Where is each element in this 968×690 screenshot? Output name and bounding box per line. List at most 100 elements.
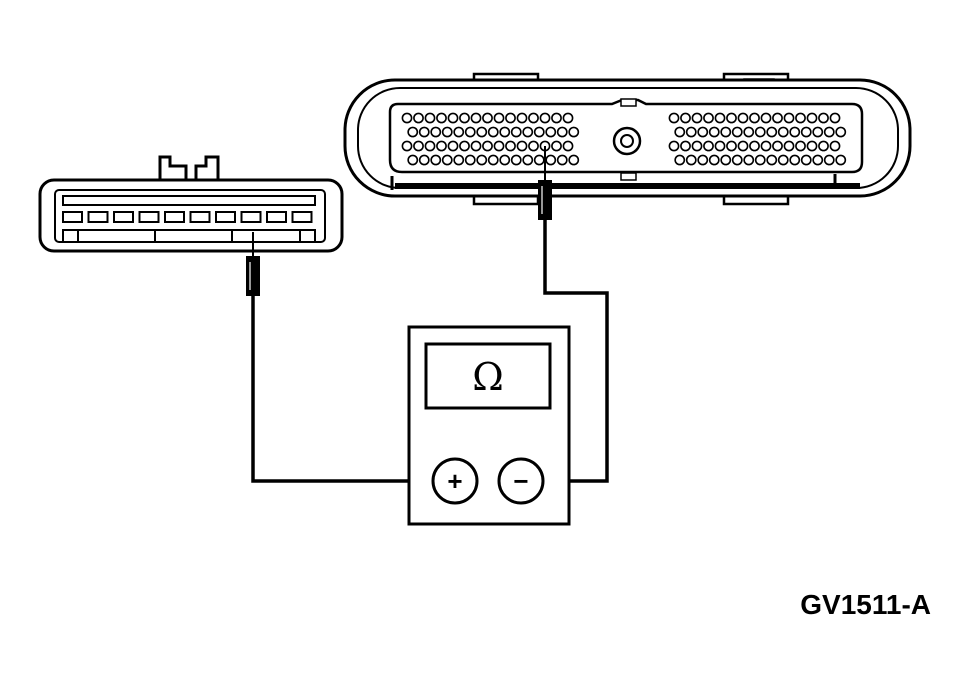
connector-pin (795, 140, 806, 152)
connector-pin (703, 112, 714, 124)
connector-pin (522, 126, 534, 138)
connector-pin (743, 154, 755, 166)
connector-pin (777, 154, 789, 166)
connector-pin (697, 126, 709, 138)
connector-pin (453, 154, 465, 166)
connector-pin (708, 154, 720, 166)
connector-pin (795, 112, 806, 124)
connector-pin (459, 112, 470, 124)
connector-pin (680, 140, 691, 152)
connector-pin (545, 154, 557, 166)
negative-terminal[interactable]: − (497, 457, 545, 505)
small-connector-pin (215, 211, 236, 223)
connector-pin (668, 112, 680, 124)
connector-pin (476, 154, 488, 166)
connector-pin (505, 112, 516, 124)
connector-pin (743, 126, 755, 138)
connector-pin (407, 126, 419, 138)
connector-pin (464, 154, 476, 166)
connector-pin (539, 112, 551, 124)
negative-terminal-label: − (513, 466, 528, 496)
connector-pin (510, 126, 522, 138)
connector-pin (680, 112, 691, 124)
connector-pin (568, 154, 580, 166)
connector-pin (533, 154, 545, 166)
connector-pin (754, 126, 766, 138)
connector-pin (829, 112, 841, 124)
connector-pin (772, 112, 783, 124)
connector-pin (533, 126, 545, 138)
small-connector-pin (113, 211, 134, 223)
connector-pin (697, 154, 709, 166)
connector-pin (424, 112, 436, 124)
connector-pin (482, 140, 493, 152)
connector-pin (668, 140, 680, 152)
connector-pin (487, 154, 499, 166)
connector-pin (401, 140, 413, 152)
connector-pin (556, 154, 568, 166)
connector-pin (720, 154, 732, 166)
connector-pin (674, 154, 686, 166)
meter-display-symbol: Ω (472, 355, 504, 399)
connector-pin (749, 112, 760, 124)
small-connector-pin (87, 211, 109, 223)
connector-pin (760, 112, 772, 124)
connector-pin (714, 112, 726, 124)
connector-pin (476, 126, 488, 138)
small-connector-pin (240, 211, 262, 223)
connector-pin (749, 140, 760, 152)
small-connector-pin (266, 211, 287, 223)
connector-pin (510, 154, 522, 166)
probe-small-connector (246, 232, 260, 296)
connector-pin (413, 112, 424, 124)
connector-pin (835, 154, 847, 166)
connector-pin (806, 140, 818, 152)
connector-pin (829, 140, 841, 152)
small-connector-pins (62, 211, 313, 223)
connector-pin (436, 112, 447, 124)
connector-pin (505, 140, 516, 152)
connector-pin (823, 126, 835, 138)
connector-pin (562, 112, 574, 124)
large-connector-pins (401, 112, 847, 166)
connector-pin (783, 112, 795, 124)
connector-pin (766, 154, 778, 166)
connector-pin (737, 140, 749, 152)
connector-pin (430, 154, 442, 166)
connector-pin (418, 126, 430, 138)
connector-pin (436, 140, 447, 152)
connector-pin (720, 126, 732, 138)
connector-pin (459, 140, 470, 152)
connector-pin (528, 112, 539, 124)
connector-pin (818, 112, 829, 124)
connector-pin (789, 126, 801, 138)
connector-pin (493, 112, 505, 124)
connector-pin (441, 154, 453, 166)
connector-pin (424, 140, 436, 152)
connector-pin (499, 126, 511, 138)
small-connector-pin (164, 211, 185, 223)
probe-large-connector (538, 146, 552, 220)
connector-pin (691, 112, 703, 124)
connector-pin (441, 126, 453, 138)
connector-pin (551, 140, 562, 152)
positive-terminal[interactable]: + (431, 457, 479, 505)
figure-id: GV1511-A (800, 589, 931, 620)
connector-pin (447, 112, 459, 124)
connector-pin (772, 140, 783, 152)
connector-pin (789, 154, 801, 166)
connector-pin (685, 154, 697, 166)
connector-pin (731, 126, 743, 138)
connector-pin (674, 126, 686, 138)
connector-pin (783, 140, 795, 152)
small-connector-pin (189, 211, 211, 223)
connector-pin (726, 112, 737, 124)
connector-pin (516, 140, 528, 152)
connector-pin (835, 126, 847, 138)
connector-pin (800, 126, 812, 138)
connector-pin (418, 154, 430, 166)
connector-pin (430, 126, 442, 138)
large-connector (343, 72, 912, 206)
connector-pin (708, 126, 720, 138)
